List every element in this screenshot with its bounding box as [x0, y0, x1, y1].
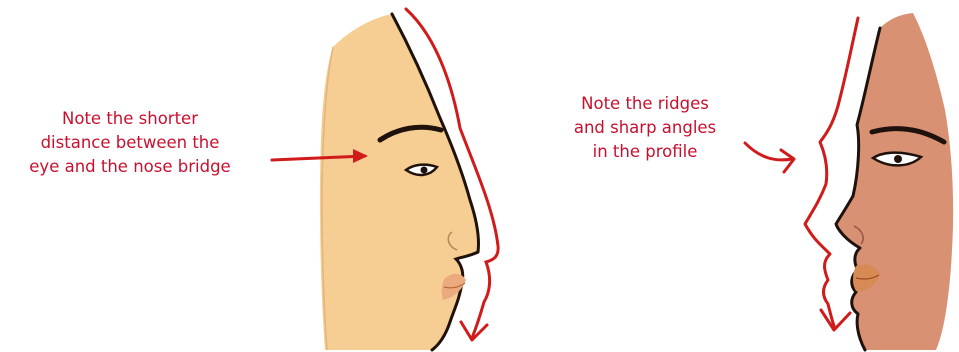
note-right-line-2: and sharp angles — [555, 116, 735, 140]
right-pointer-arrow — [745, 143, 794, 172]
right-trace-line — [805, 18, 858, 326]
right-trace-arrowhead — [821, 310, 850, 330]
left-pointer-arrow — [272, 149, 368, 163]
left-pupil — [421, 167, 428, 174]
note-right: Note the ridges and sharp angles in the … — [555, 92, 735, 164]
note-left-line-1: Note the shorter — [0, 107, 260, 131]
note-right-line-3: in the profile — [555, 140, 735, 164]
left-face — [320, 14, 479, 350]
right-face — [836, 13, 953, 350]
note-right-line-1: Note the ridges — [555, 92, 735, 116]
note-left-line-2: distance between the — [0, 131, 260, 155]
left-face-skin — [320, 14, 479, 350]
note-left: Note the shorter distance between the ey… — [0, 107, 260, 179]
right-trace-arrow — [805, 18, 858, 330]
note-left-line-3: eye and the nose bridge — [0, 155, 260, 179]
right-pupil — [894, 155, 902, 163]
